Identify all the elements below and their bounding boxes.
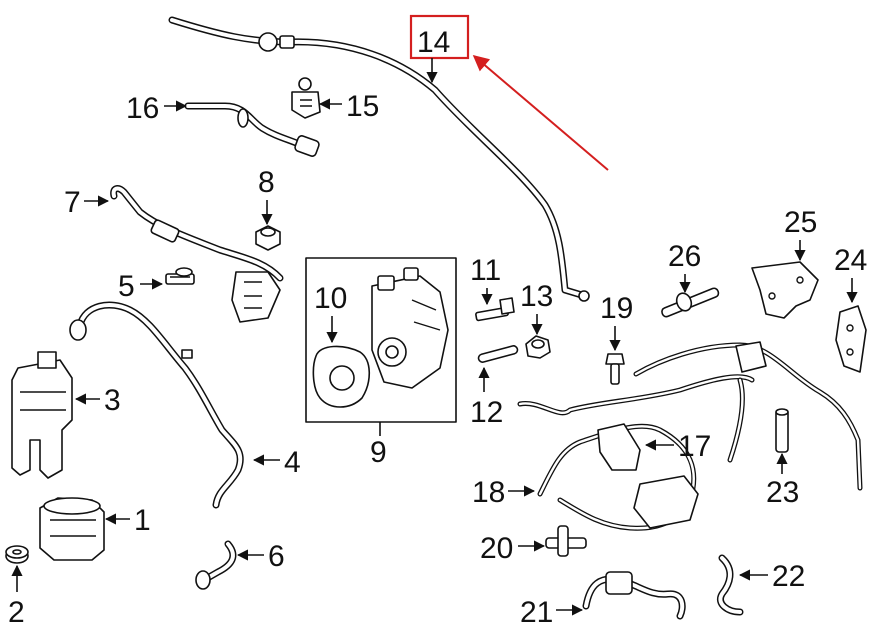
part-11-bolt bbox=[475, 297, 515, 322]
callout-22: 22 bbox=[772, 560, 805, 593]
callout-5: 5 bbox=[118, 270, 135, 303]
part-25-bracket bbox=[751, 261, 819, 319]
part-24-bracket bbox=[835, 305, 867, 373]
part-4-coolant-hose bbox=[69, 301, 244, 509]
callout-21: 21 bbox=[520, 596, 553, 629]
part-1-motor bbox=[39, 497, 105, 561]
part-5-bolt bbox=[165, 267, 195, 285]
callout-7: 7 bbox=[64, 186, 81, 219]
callout-14-highlight-box bbox=[409, 14, 470, 60]
callout-20: 20 bbox=[480, 532, 513, 565]
callout-16: 16 bbox=[126, 92, 159, 125]
callout-4: 4 bbox=[284, 446, 301, 479]
callout-10: 10 bbox=[314, 282, 347, 315]
part-21-hose bbox=[582, 571, 686, 620]
part-7-hose-assembly bbox=[110, 185, 284, 323]
part-23-sleeve bbox=[775, 408, 789, 453]
part-8-nut bbox=[255, 225, 281, 251]
callout-8: 8 bbox=[258, 166, 275, 199]
callout-9: 9 bbox=[370, 436, 387, 469]
part-6-short-hose bbox=[195, 540, 237, 590]
callout-19: 19 bbox=[600, 292, 633, 325]
callout-12: 12 bbox=[470, 396, 503, 429]
callout-18: 18 bbox=[472, 476, 505, 509]
callout-11: 11 bbox=[470, 254, 501, 287]
part-3-reservoir bbox=[11, 351, 73, 479]
part-18-wire-harness bbox=[517, 341, 863, 531]
part-19-bolt bbox=[605, 353, 625, 385]
callouts: 1 2 3 4 5 6 7 8 9 10 11 12 13 bbox=[8, 14, 867, 629]
callout-3: 3 bbox=[104, 384, 121, 417]
callout-24: 24 bbox=[834, 244, 867, 277]
callout-25: 25 bbox=[784, 206, 817, 239]
callout-13: 13 bbox=[520, 280, 553, 313]
part-16-hose bbox=[184, 102, 320, 157]
highlight-arrow bbox=[472, 54, 609, 171]
callout-14: 14 bbox=[417, 26, 450, 59]
part-14-vacuum-line bbox=[168, 16, 590, 302]
callout-6: 6 bbox=[268, 540, 285, 573]
callout-15: 15 bbox=[346, 90, 379, 123]
part-15-clip bbox=[291, 77, 321, 119]
callout-26: 26 bbox=[668, 240, 701, 273]
part-22-hose bbox=[717, 554, 744, 616]
part-20-tee-fitting bbox=[545, 525, 587, 557]
part-13-nut bbox=[525, 335, 551, 359]
part-26-stud bbox=[661, 287, 720, 318]
callout-2: 2 bbox=[8, 596, 25, 629]
part-12-pin bbox=[477, 345, 519, 363]
part-17-bracket bbox=[597, 423, 641, 471]
callout-17: 17 bbox=[678, 430, 711, 463]
part-2-grommet bbox=[5, 545, 29, 564]
callout-23: 23 bbox=[766, 476, 799, 509]
callout-1: 1 bbox=[134, 504, 151, 537]
